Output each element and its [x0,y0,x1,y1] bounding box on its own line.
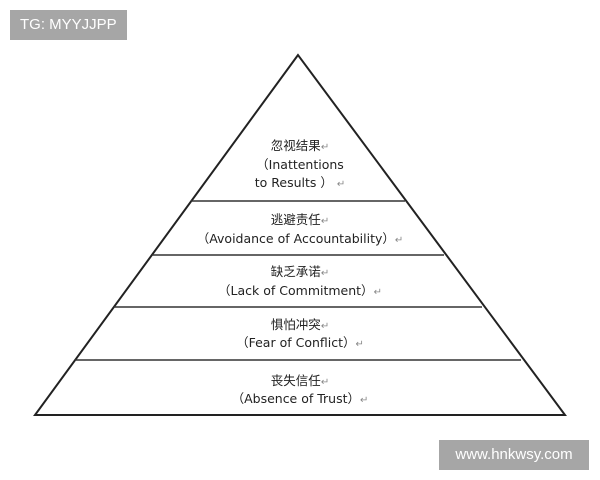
svg-text:惧怕冲突↵: 惧怕冲突↵ [271,317,329,332]
level-lack-of-commitment: 缺乏承诺↵ （Lack of Commitment）↵ [218,264,382,298]
svg-text:（Lack of Commitment）↵: （Lack of Commitment）↵ [218,283,382,298]
svg-text:（Fear of Conflict）↵: （Fear of Conflict）↵ [236,335,364,350]
level-absence-of-trust: 丧失信任↵ （Absence of Trust）↵ [232,373,369,406]
svg-text:忽视结果↵: 忽视结果↵ [271,138,329,153]
svg-text:逃避责任↵: 逃避责任↵ [271,212,329,227]
svg-text:缺乏承诺↵: 缺乏承诺↵ [271,264,329,279]
level-fear-of-conflict: 惧怕冲突↵ （Fear of Conflict）↵ [236,317,364,350]
level-inattention-to-results: 忽视结果↵ （Inattentions to Results ）↵ [255,138,346,190]
svg-text:（Absence of Trust）↵: （Absence of Trust）↵ [232,391,369,406]
svg-text:丧失信任↵: 丧失信任↵ [271,373,329,388]
watermark-bottom: www.hnkwsy.com [439,440,589,470]
level-avoidance-of-accountability: 逃避责任↵ （Avoidance of Accountability）↵ [197,212,404,246]
pyramid-outline [33,53,567,416]
watermark-top: TG: MYYJJPP [10,10,127,40]
svg-text:to Results ）↵: to Results ）↵ [255,175,346,190]
svg-text:（Inattentions: （Inattentions [256,157,344,172]
svg-text:（Avoidance of Accountability）↵: （Avoidance of Accountability）↵ [197,231,404,246]
